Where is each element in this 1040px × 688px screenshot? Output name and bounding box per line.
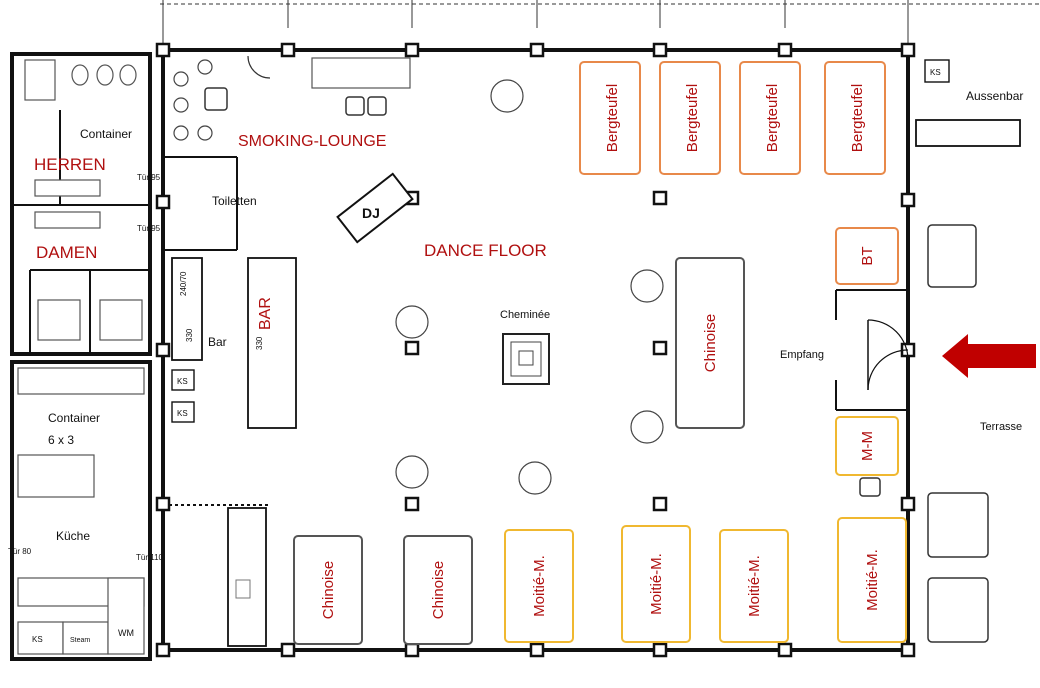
steam-label: Steam <box>70 637 90 644</box>
chinoise-label-center: Chinoise <box>702 314 719 372</box>
bergteufel-sofas <box>579 61 899 285</box>
moitie-label-3: Moitié-M. <box>746 555 763 617</box>
moitie-sofas <box>504 416 907 643</box>
wm-label: WM <box>118 628 134 638</box>
door-label-tuer95-a: Tür 95 <box>137 173 161 182</box>
container-top-label: Container <box>80 127 132 141</box>
toilet-container <box>10 52 152 356</box>
door-label-tuer110: Tür 110 <box>136 553 164 562</box>
ks-label-aussenbar: KS <box>930 68 941 77</box>
chinoise-sofa-bottom-2 <box>403 535 473 645</box>
bar-big-label: BAR <box>257 297 274 330</box>
bergteufel-label-2: Bergteufel <box>684 84 701 152</box>
herren-label: HERREN <box>34 155 106 174</box>
cocktail-tables <box>395 79 664 495</box>
top-boundary <box>160 0 1040 50</box>
terrasse-label: Terrasse <box>980 421 1022 433</box>
bergteufel-sofa-1 <box>579 61 641 175</box>
moitie-sofa-3 <box>719 529 789 643</box>
chinoise-sofa-bottom-1 <box>293 535 363 645</box>
bar-counters <box>171 257 297 647</box>
bergteufel-label-3: Bergteufel <box>764 84 781 152</box>
door-label-tuer80: Tür 80 <box>8 547 32 556</box>
chinoise-sofas <box>293 257 745 645</box>
structural-posts <box>155 42 916 658</box>
lounge-furniture <box>173 55 411 141</box>
dance-floor-label: DANCE FLOOR <box>424 241 547 260</box>
cheminee-label: Cheminée <box>500 309 550 321</box>
moitie-label-2: Moitié-M. <box>648 553 665 615</box>
moitie-label-1: Moitié-M. <box>531 555 548 617</box>
terrace-chairs <box>927 224 989 643</box>
dj-booth <box>336 172 414 244</box>
entrance-area <box>835 59 1021 411</box>
dj-label: DJ <box>362 205 380 221</box>
mm-label: M-M <box>859 431 876 461</box>
ks-label-bar-1: KS <box>177 377 188 386</box>
chinoise-label-bottom-1: Chinoise <box>320 561 337 619</box>
chinoise-sofa-center <box>675 257 745 429</box>
bar-dim-3: 330 <box>255 336 264 350</box>
container-kitchen-label: Container <box>48 411 100 425</box>
bergteufel-sofa-3 <box>739 61 801 175</box>
toiletten-label: Toiletten <box>212 194 257 208</box>
kitchen-container <box>10 360 152 661</box>
bergteufel-sofa-4 <box>824 61 886 175</box>
bar-dim-2: 330 <box>185 328 194 342</box>
kueche-label: Küche <box>56 529 90 543</box>
bar-small-label: Bar <box>208 335 227 349</box>
damen-label: DAMEN <box>36 243 97 262</box>
container-size-label: 6 x 3 <box>48 433 74 447</box>
moitie-label-4: Moitié-M. <box>864 549 881 611</box>
empfang-label: Empfang <box>780 349 824 361</box>
moitie-sofa-1 <box>504 529 574 643</box>
bt-sofa <box>835 227 899 285</box>
bergteufel-label-1: Bergteufel <box>604 84 621 152</box>
entrance-arrow-icon <box>942 334 1036 378</box>
moitie-sofa-2 <box>621 525 691 643</box>
bt-label: BT <box>859 246 876 265</box>
bergteufel-sofa-2 <box>659 61 721 175</box>
smoking-lounge-label: SMOKING-LOUNGE <box>238 133 386 150</box>
moitie-sofa-4 <box>837 517 907 643</box>
cheminee-fireplace <box>502 333 550 385</box>
door-label-tuer95-b: Tür 95 <box>137 224 161 233</box>
chinoise-label-bottom-2: Chinoise <box>430 561 447 619</box>
ks-label-kitchen: KS <box>32 635 43 644</box>
bar-dim-1: 240/70 <box>179 271 188 296</box>
bergteufel-label-4: Bergteufel <box>849 84 866 152</box>
ks-label-bar-2: KS <box>177 409 188 418</box>
mm-sofa <box>835 416 899 476</box>
aussenbar-label: Aussenbar <box>966 89 1023 103</box>
